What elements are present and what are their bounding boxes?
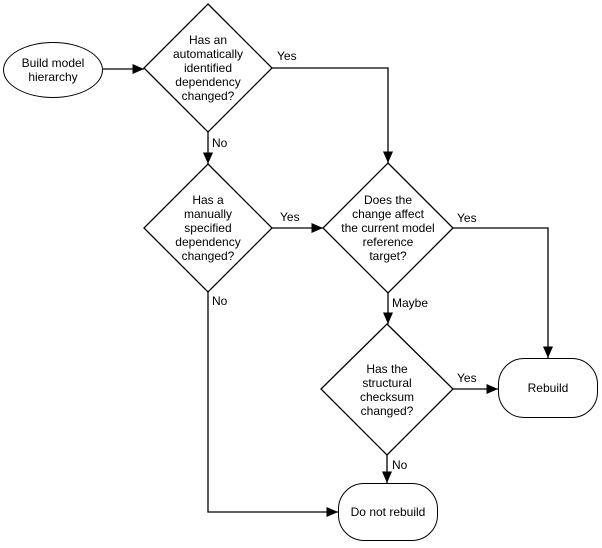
node-start: Build model hierarchy: [3, 42, 103, 98]
edge-label-auto-dependency-no: No: [212, 136, 228, 150]
edge-label-manual-dependency-yes: Yes: [280, 210, 300, 224]
decision-shape-manual-dependency: [143, 163, 273, 293]
node-rebuild: Rebuild: [498, 358, 598, 418]
edge-reference-target-yes: [453, 227, 553, 358]
node-reference-target-label: Does the change affect the current model…: [341, 193, 435, 263]
node-do-not-rebuild: Do not rebuild: [338, 483, 438, 541]
edge-label-manual-dependency-no: No: [212, 294, 228, 308]
node-rebuild-label: Rebuild: [527, 381, 569, 395]
decision-shape-auto-dependency: [143, 3, 273, 133]
node-structural-checksum: Has the structural checksum changed?: [321, 324, 453, 455]
decision-shape-structural-checksum: [320, 323, 454, 456]
node-structural-checksum-label: Has the structural checksum changed?: [359, 361, 415, 418]
node-auto-dependency-label: Has an automatically identified dependen…: [172, 33, 244, 103]
edge-manual-dependency-no: [207, 292, 338, 517]
node-manual-dependency: Has a manually specified dependency chan…: [144, 164, 272, 292]
node-start-label: Build model hierarchy: [21, 56, 85, 84]
decision-shape-reference-target: [322, 162, 454, 294]
edge-label-structural-checksum-no: No: [392, 458, 408, 472]
node-manual-dependency-label: Has a manually specified dependency chan…: [175, 193, 241, 263]
edge-auto-dependency-yes: [272, 67, 393, 163]
node-reference-target: Does the change affect the current model…: [323, 163, 453, 293]
node-do-not-rebuild-label: Do not rebuild: [350, 505, 426, 519]
node-auto-dependency: Has an automatically identified dependen…: [144, 4, 272, 132]
edge-label-auto-dependency-yes: Yes: [277, 49, 297, 63]
edge-label-reference-target-maybe: Maybe: [392, 296, 429, 310]
edge-label-structural-checksum-yes: Yes: [457, 371, 477, 385]
edge-label-reference-target-yes: Yes: [457, 211, 477, 225]
